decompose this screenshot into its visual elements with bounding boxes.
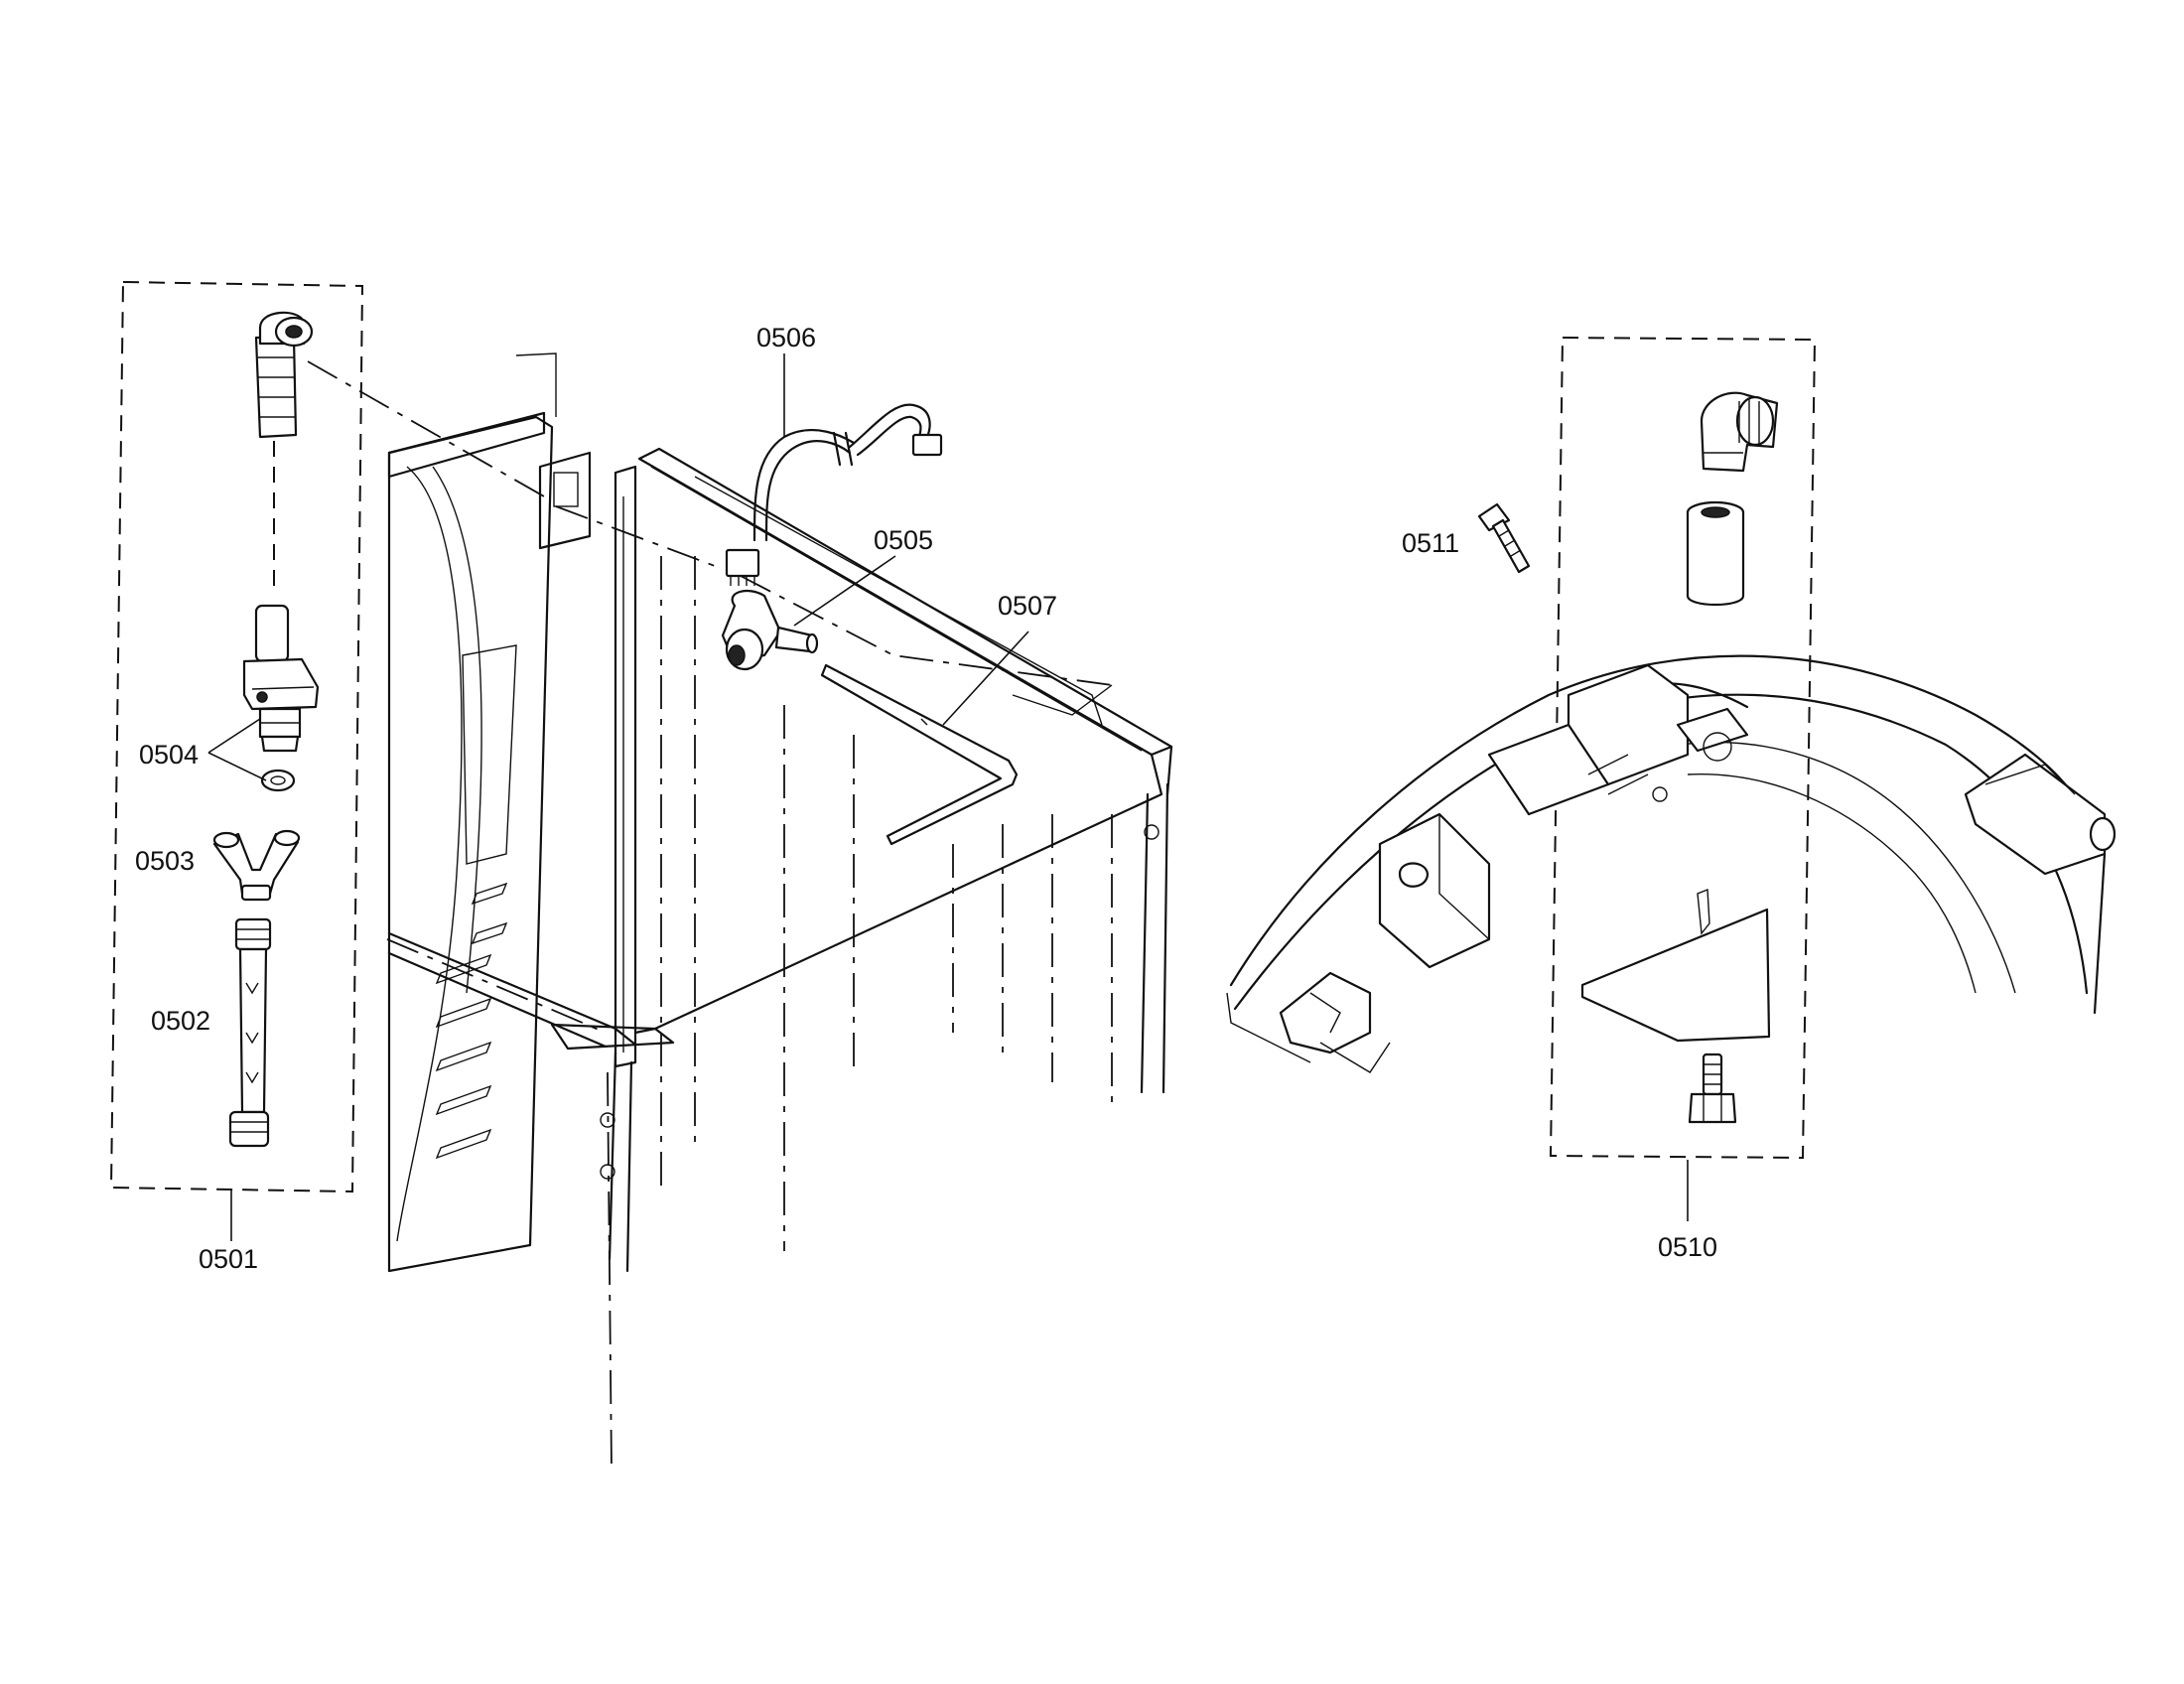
callout-labels: 0501 0502 0503 0504 0505 0506 0507 0510 … bbox=[135, 323, 1717, 1274]
wire-harness-0506 bbox=[725, 403, 943, 586]
callout-0510: 0510 bbox=[1658, 1232, 1717, 1262]
tub-front-assembly bbox=[1226, 654, 2116, 1073]
callout-0501: 0501 bbox=[199, 1244, 258, 1274]
deflector-wedge bbox=[1580, 888, 1771, 1043]
elbow-fitting bbox=[1700, 391, 1779, 473]
valve-0504 bbox=[242, 604, 320, 792]
coupling-sleeve bbox=[1686, 500, 1745, 606]
bottom-nipple-fitting bbox=[1688, 1052, 1737, 1124]
cabinet-frame bbox=[387, 352, 1173, 1273]
assembly-guide-lines bbox=[307, 360, 1113, 1471]
callout-0502: 0502 bbox=[151, 1006, 210, 1036]
screw-0511 bbox=[1477, 502, 1531, 574]
tube-0507 bbox=[820, 663, 1019, 846]
pressure-switch-0505 bbox=[721, 589, 819, 671]
callout-0507: 0507 bbox=[998, 591, 1057, 621]
callout-leaders bbox=[783, 353, 1029, 726]
hose-0502 bbox=[228, 917, 272, 1148]
callout-0511: 0511 bbox=[1402, 528, 1459, 558]
group-0510-box bbox=[1549, 336, 1817, 1221]
callout-0504: 0504 bbox=[139, 740, 199, 770]
y-connector-0503 bbox=[212, 829, 301, 902]
side-panel-vents bbox=[435, 882, 508, 1160]
group-0501-box bbox=[109, 280, 364, 1241]
callout-0503: 0503 bbox=[135, 846, 195, 876]
callout-0506: 0506 bbox=[756, 323, 816, 352]
inlet-elbow-hose bbox=[254, 311, 314, 596]
callout-0505: 0505 bbox=[874, 525, 933, 555]
